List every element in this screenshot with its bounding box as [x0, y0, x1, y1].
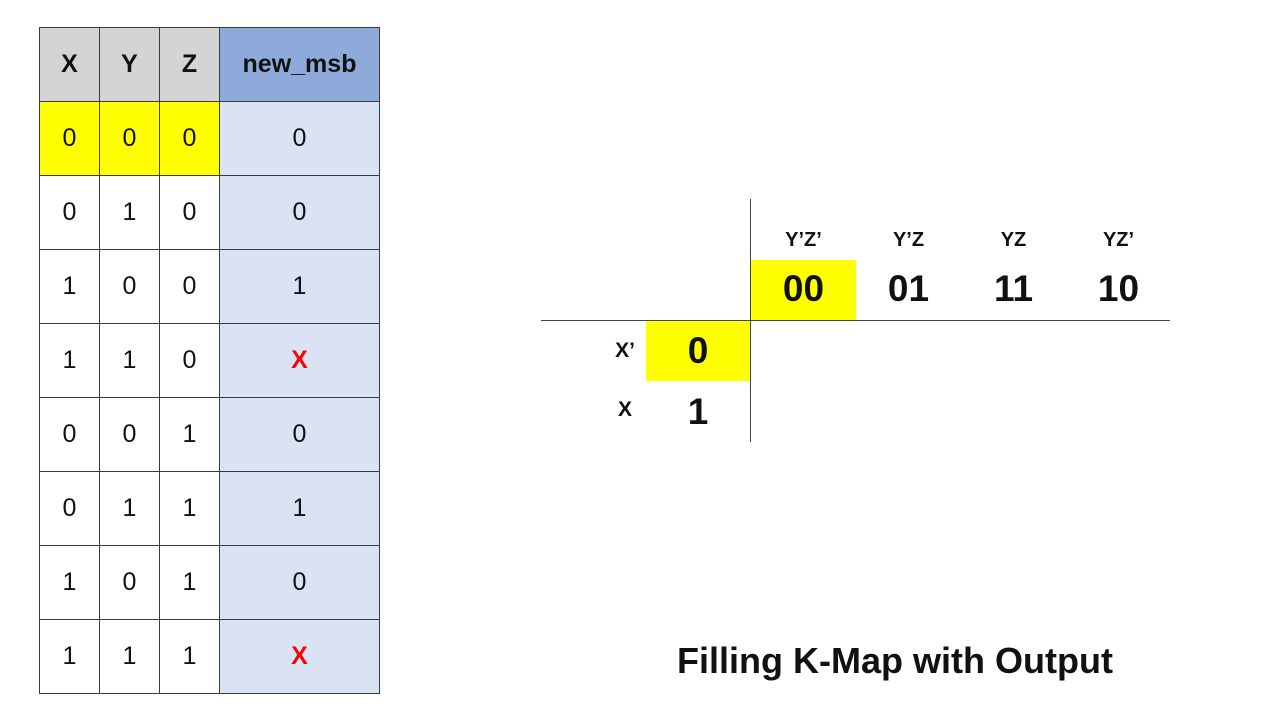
k-map-column-term: Y’Z’ [785, 229, 822, 251]
cell-y: 0 [99, 249, 160, 324]
table-row: 1 1 1 X [39, 619, 380, 694]
header-z: Z [159, 27, 220, 102]
table-row: 0 0 1 0 [39, 397, 380, 472]
k-map-column-code: 01 [887, 268, 930, 309]
cell-y: 0 [99, 397, 160, 472]
k-map-column-highlight [751, 260, 856, 320]
table-row: 1 0 1 0 [39, 545, 380, 620]
cell-output-dont-care: X [219, 323, 380, 398]
header-x: X [39, 27, 100, 102]
k-map-column-term: YZ [1000, 229, 1027, 251]
k-map-row-code: 0 [687, 330, 709, 371]
cell-y: 1 [99, 175, 160, 250]
cell-z: 1 [159, 545, 220, 620]
cell-y: 1 [99, 323, 160, 398]
header-y: Y [99, 27, 160, 102]
k-map-row-term: X’ [615, 339, 635, 362]
slide-caption: Filling K-Map with Output [677, 640, 1113, 681]
cell-x: 0 [39, 175, 100, 250]
cell-output: 1 [219, 471, 380, 546]
k-map-horizontal-divider [541, 320, 1170, 321]
cell-x: 0 [39, 397, 100, 472]
cell-x: 0 [39, 471, 100, 546]
cell-z: 0 [159, 249, 220, 324]
cell-output: 0 [219, 101, 380, 176]
cell-y: 1 [99, 619, 160, 694]
k-map-vertical-divider [750, 199, 751, 442]
k-map-column-code: 10 [1097, 268, 1140, 309]
cell-x: 1 [39, 323, 100, 398]
truth-table: X Y Z new_msb 0 0 0 0 0 1 0 0 1 0 0 1 1 … [39, 27, 380, 694]
k-map-column-term: YZ’ [1102, 229, 1135, 251]
k-map-row-code: 1 [687, 391, 709, 432]
cell-x: 0 [39, 101, 100, 176]
cell-z: 0 [159, 101, 220, 176]
cell-output: 0 [219, 545, 380, 620]
cell-z: 1 [159, 471, 220, 546]
k-map-column-code: 11 [993, 268, 1034, 309]
cell-output: 1 [219, 249, 380, 324]
cell-y: 1 [99, 471, 160, 546]
cell-output-dont-care: X [219, 619, 380, 694]
table-row: 1 1 0 X [39, 323, 380, 398]
cell-z: 0 [159, 175, 220, 250]
table-row: 0 1 0 0 [39, 175, 380, 250]
table-row: 0 0 0 0 [39, 101, 380, 176]
cell-x: 1 [39, 545, 100, 620]
header-new-msb: new_msb [219, 27, 380, 102]
cell-x: 1 [39, 619, 100, 694]
k-map-row-highlight [646, 321, 750, 381]
table-row: 1 0 0 1 [39, 249, 380, 324]
cell-output: 0 [219, 397, 380, 472]
cell-y: 0 [99, 101, 160, 176]
table-row: 0 1 1 1 [39, 471, 380, 546]
cell-z: 1 [159, 619, 220, 694]
truth-table-header-row: X Y Z new_msb [39, 27, 380, 102]
cell-z: 0 [159, 323, 220, 398]
k-map-column-code: 00 [782, 268, 825, 309]
k-map-row-term: X [617, 398, 632, 421]
cell-x: 1 [39, 249, 100, 324]
cell-output: 0 [219, 175, 380, 250]
cell-y: 0 [99, 545, 160, 620]
cell-z: 1 [159, 397, 220, 472]
k-map-column-term: Y’Z [892, 229, 925, 251]
